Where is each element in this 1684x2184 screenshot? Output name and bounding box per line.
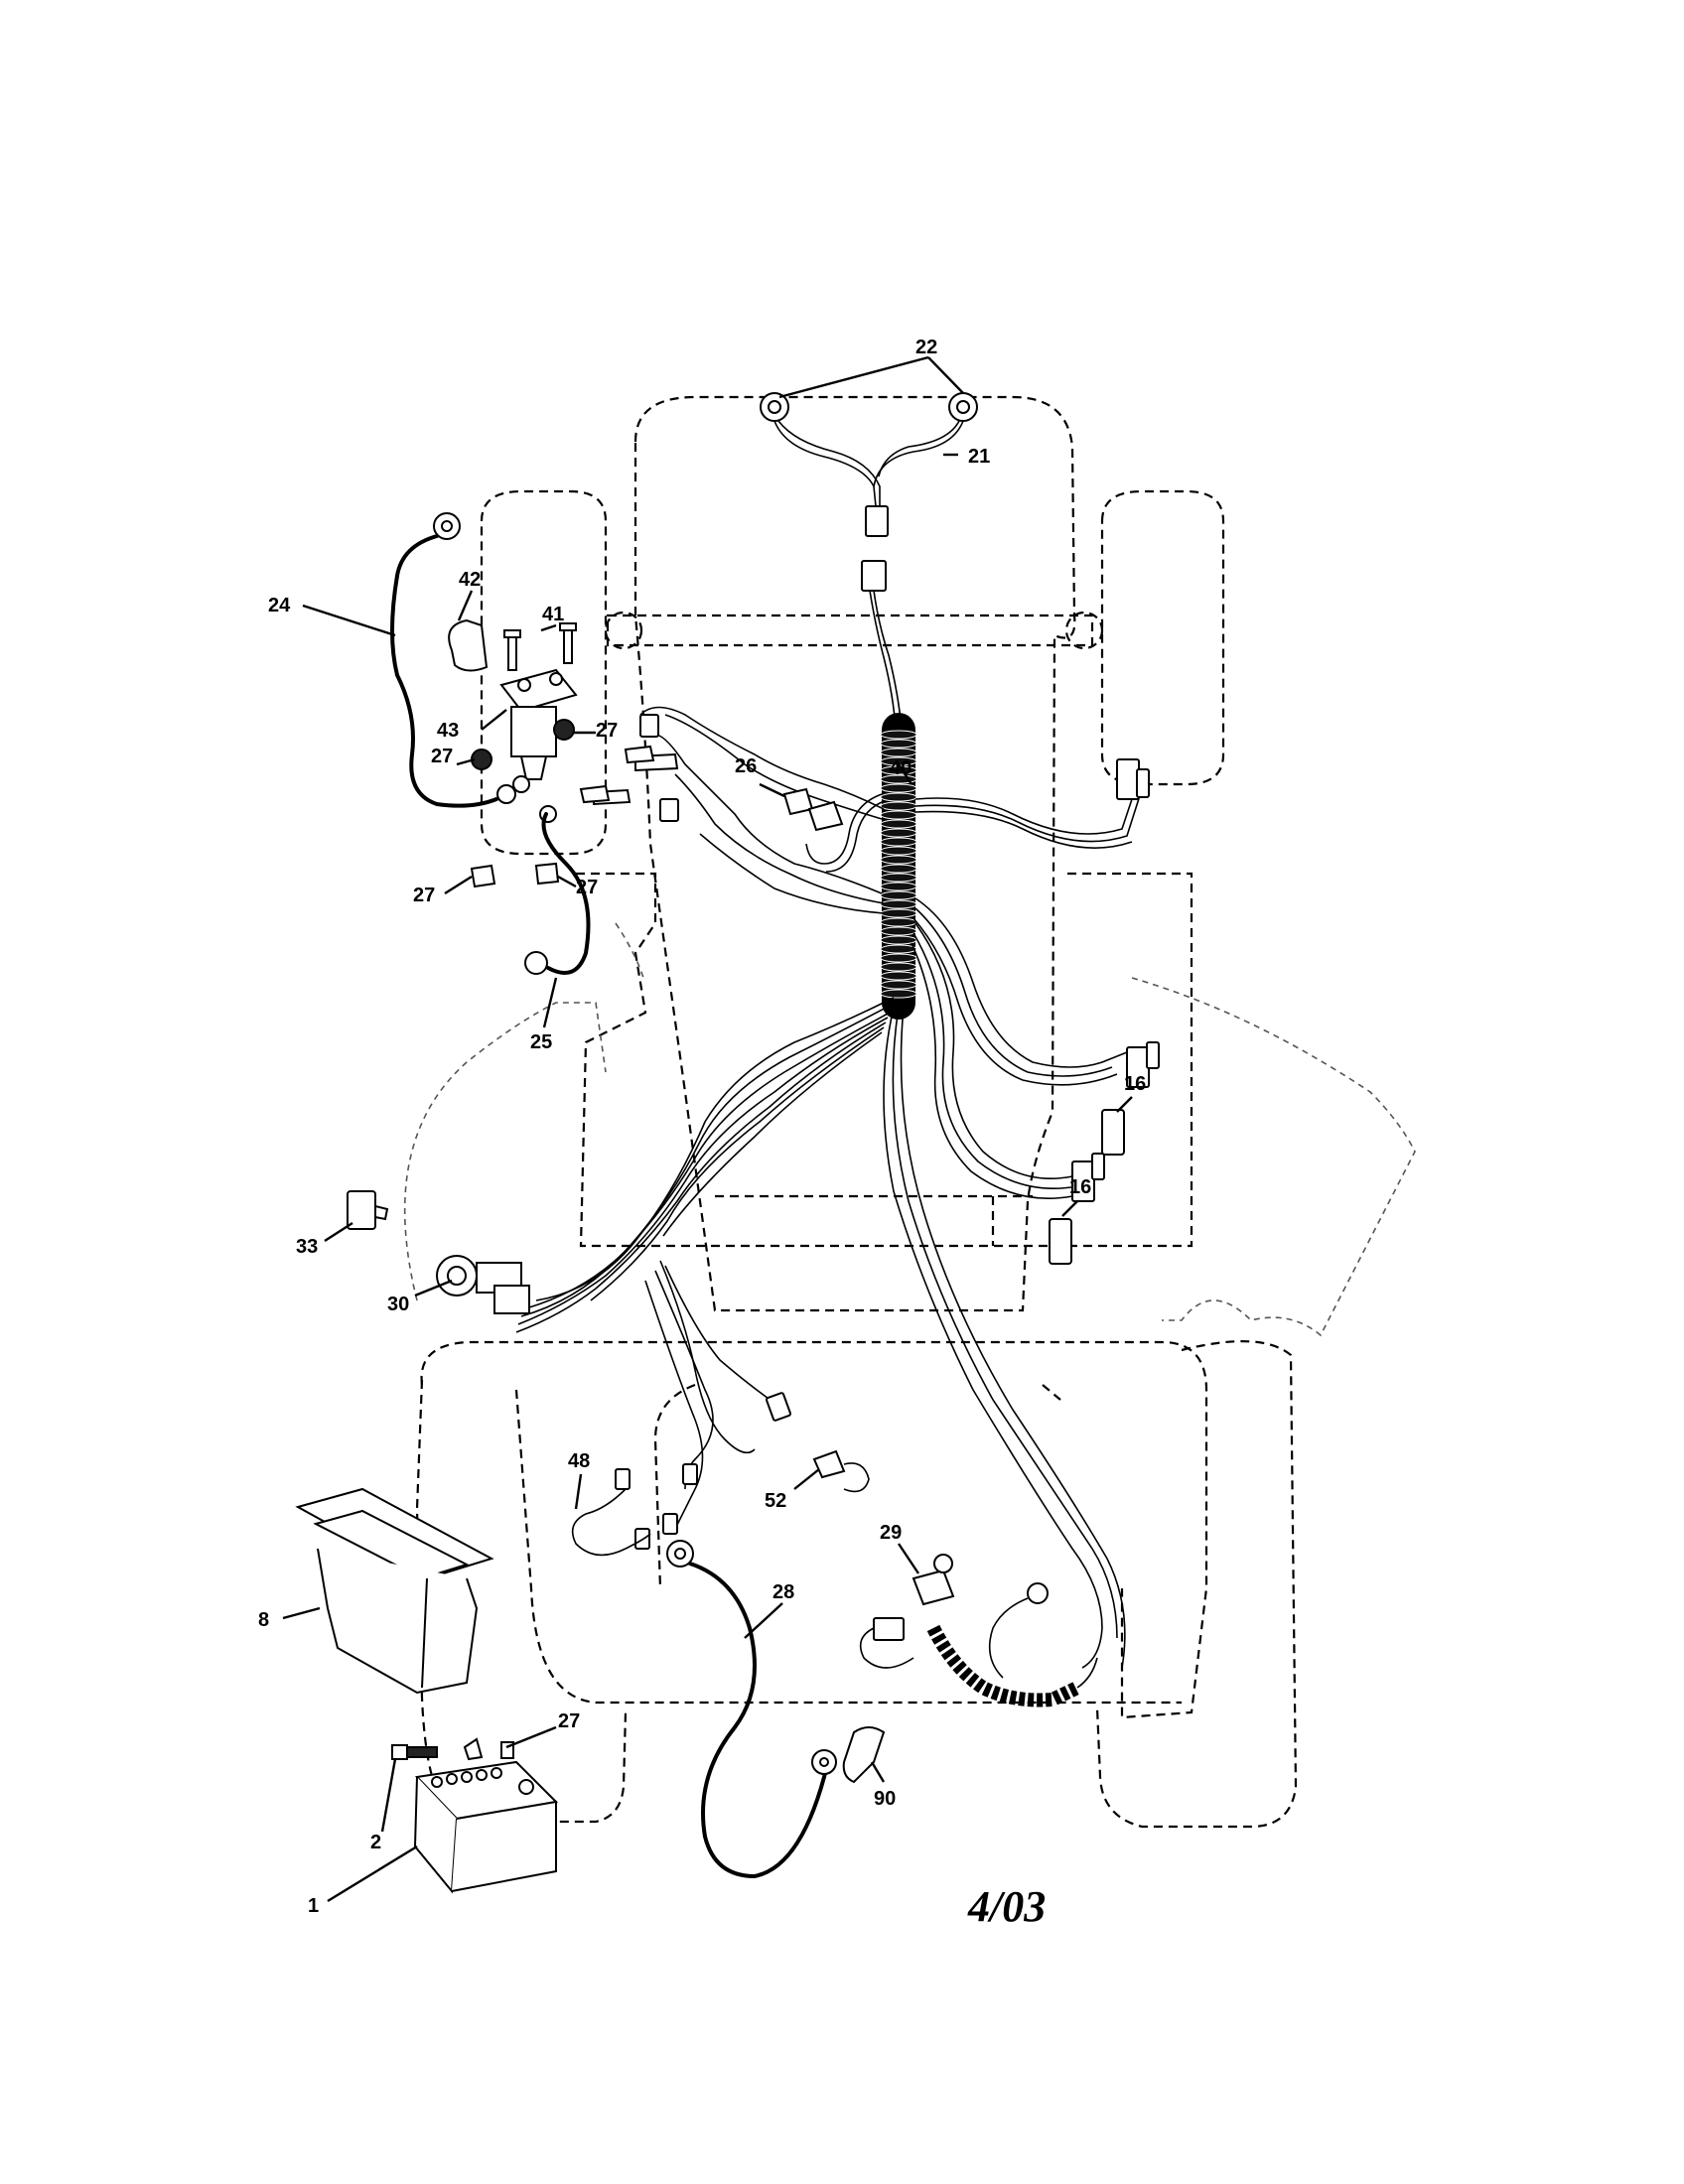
loom-ring bbox=[880, 980, 917, 990]
harness-branches bbox=[515, 706, 1160, 1669]
callout-27-battery: 27 bbox=[558, 1710, 580, 1732]
callout-24: 24 bbox=[268, 595, 291, 616]
callout-16-upper: 16 bbox=[1124, 1073, 1146, 1095]
loom-ring bbox=[880, 801, 917, 811]
callout-52: 52 bbox=[765, 1490, 786, 1512]
callout-16-lower: 16 bbox=[1069, 1176, 1091, 1198]
solenoid-assembly bbox=[448, 618, 655, 888]
callout-26: 26 bbox=[735, 755, 757, 777]
callout-27-upper-left: 27 bbox=[431, 746, 453, 767]
loom-ring bbox=[880, 873, 917, 883]
components bbox=[295, 787, 1125, 1894]
loom-ring bbox=[880, 730, 917, 740]
callout-8: 8 bbox=[258, 1609, 269, 1631]
main-wire-loom bbox=[880, 713, 917, 1020]
loom-ring bbox=[880, 953, 917, 963]
callout-28: 28 bbox=[772, 1581, 794, 1603]
loom-ring bbox=[880, 739, 917, 749]
callout-27-upper-right: 27 bbox=[596, 720, 618, 742]
revision-date: 4/03 bbox=[967, 1882, 1046, 1931]
callout-41: 41 bbox=[542, 604, 564, 625]
loom-ring bbox=[880, 837, 917, 847]
loom-ring bbox=[880, 944, 917, 954]
loom-ring bbox=[880, 926, 917, 936]
callout-43: 43 bbox=[437, 720, 459, 742]
loom-ring bbox=[880, 882, 917, 891]
callout-40: 40 bbox=[890, 757, 912, 779]
callout-25: 25 bbox=[530, 1031, 552, 1053]
loom-ring bbox=[880, 792, 917, 802]
callout-21: 21 bbox=[968, 446, 990, 468]
callout-30: 30 bbox=[387, 1294, 409, 1315]
loom-ring bbox=[880, 819, 917, 829]
leader-lines bbox=[282, 355, 1133, 1903]
loom-ring bbox=[880, 828, 917, 838]
callout-90: 90 bbox=[874, 1788, 896, 1810]
callout-2: 2 bbox=[370, 1832, 381, 1853]
callout-48: 48 bbox=[568, 1450, 590, 1472]
callout-33: 33 bbox=[296, 1236, 318, 1258]
callout-labels: 22 21 24 42 41 43 27 27 27 27 27 26 40 2… bbox=[258, 337, 1146, 1917]
loom-ring bbox=[880, 962, 917, 972]
loom-ring bbox=[880, 748, 917, 757]
loom-ring bbox=[880, 971, 917, 981]
callout-27-lower-left: 27 bbox=[413, 885, 435, 906]
callout-27-lower-right: 27 bbox=[576, 877, 598, 898]
loom-ring bbox=[880, 935, 917, 945]
callout-22: 22 bbox=[915, 337, 937, 358]
battery-cables bbox=[390, 512, 837, 1879]
callout-42: 42 bbox=[459, 569, 481, 591]
loom-ring bbox=[880, 917, 917, 927]
loom-ring bbox=[880, 783, 917, 793]
loom-ring bbox=[880, 846, 917, 856]
loom-ring bbox=[880, 908, 917, 918]
callout-29: 29 bbox=[880, 1522, 902, 1544]
loom-ring bbox=[880, 899, 917, 909]
loom-ring bbox=[880, 890, 917, 900]
callout-1: 1 bbox=[308, 1895, 319, 1917]
loom-ring bbox=[880, 864, 917, 874]
headlight-harness bbox=[760, 392, 978, 731]
loom-ring bbox=[880, 989, 917, 999]
loom-ring bbox=[880, 855, 917, 865]
loom-ring bbox=[880, 810, 917, 820]
